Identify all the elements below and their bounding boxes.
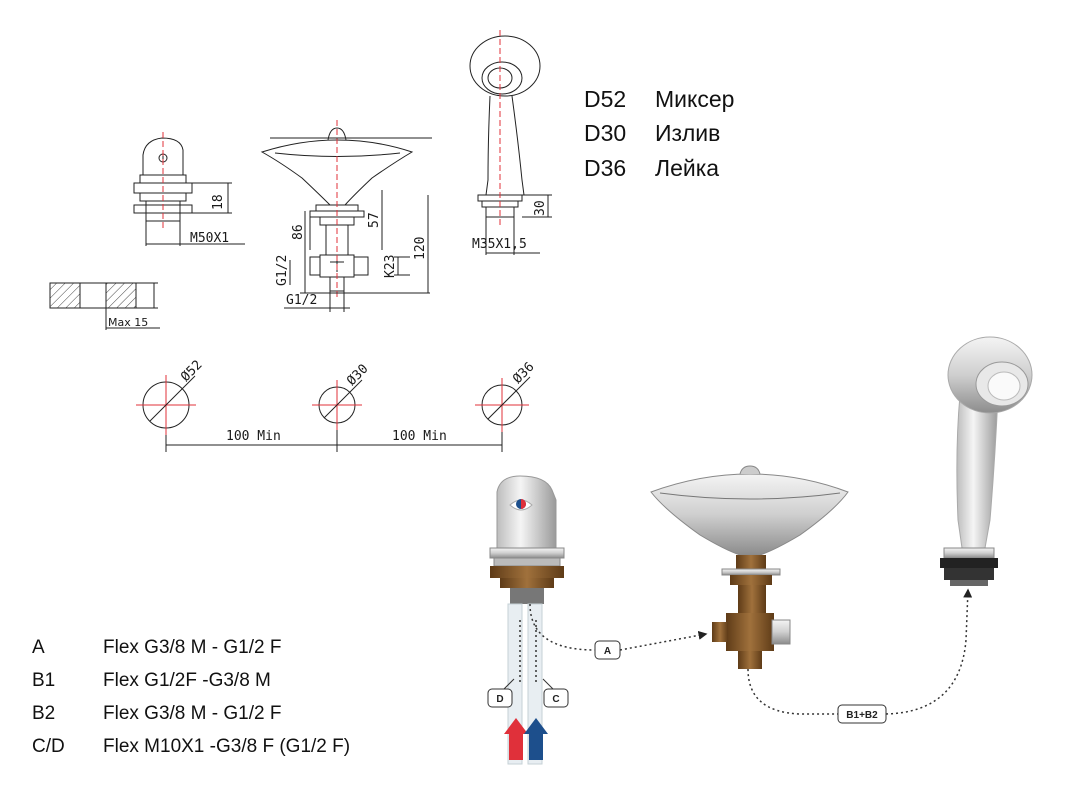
legend-key: C/D	[32, 736, 65, 757]
max-thickness-label: Max 15	[108, 316, 148, 329]
spout-render	[650, 465, 849, 669]
legend-key: B2	[32, 703, 56, 724]
legend-key: B1	[32, 670, 56, 691]
spacing-2-label: 100 Min	[392, 429, 447, 444]
spacing-1-label: 100 Min	[226, 429, 281, 444]
cold-water-arrow	[524, 718, 548, 760]
mixer-render	[489, 475, 565, 765]
handshower-thread-label: M35X1,5	[472, 237, 527, 252]
svg-text:A: A	[604, 646, 611, 657]
hole-template	[136, 375, 531, 452]
hot-water-arrow	[504, 718, 528, 760]
mixer-thread-label: M50X1	[190, 231, 229, 246]
svg-text:D: D	[496, 694, 503, 705]
component-code: D52	[584, 86, 627, 112]
connection-lines	[519, 588, 973, 715]
svg-text:C: C	[552, 694, 559, 705]
legend-value: Flex G3/8 M - G1/2 F	[103, 637, 282, 658]
mixer-height-label: 18	[211, 194, 226, 210]
spout-g12-bottom-label: G1/2	[286, 293, 317, 308]
legend-value: Flex G1/2F -G3/8 M	[103, 670, 271, 691]
spout-g12-vertical-label: G1/2	[275, 255, 290, 286]
handshower-30-label: 30	[533, 200, 548, 216]
handshower-render	[940, 336, 1033, 586]
spout-k23-label: K23	[383, 255, 398, 278]
tag-b1b2: B1+B2	[837, 704, 887, 724]
component-code: D36	[584, 155, 627, 181]
legend-value: Flex G3/8 M - G1/2 F	[103, 703, 282, 724]
component-code: D30	[584, 120, 627, 146]
spout-57-label: 57	[367, 212, 382, 228]
tag-a: A	[594, 640, 621, 660]
component-name: Миксер	[655, 86, 735, 112]
tag-d: D	[487, 678, 515, 708]
hole-3-label: Ø36	[510, 360, 537, 387]
mixer-drawing	[133, 132, 245, 246]
spout-drawing	[260, 120, 432, 312]
hole-1-label: Ø52	[178, 358, 205, 385]
component-name: Излив	[655, 120, 721, 146]
hole-2-label: Ø30	[344, 362, 371, 389]
svg-text:B1+B2: B1+B2	[846, 710, 878, 721]
tag-c: C	[542, 678, 569, 708]
deck-thickness-drawing	[49, 282, 160, 330]
spout-86-label: 86	[291, 224, 306, 240]
legend-key: A	[32, 637, 45, 658]
handshower-drawing	[469, 30, 552, 255]
legend-value: Flex M10X1 -G3/8 F (G1/2 F)	[103, 736, 351, 757]
component-name: Лейка	[655, 155, 720, 181]
spout-120-label: 120	[413, 237, 428, 260]
